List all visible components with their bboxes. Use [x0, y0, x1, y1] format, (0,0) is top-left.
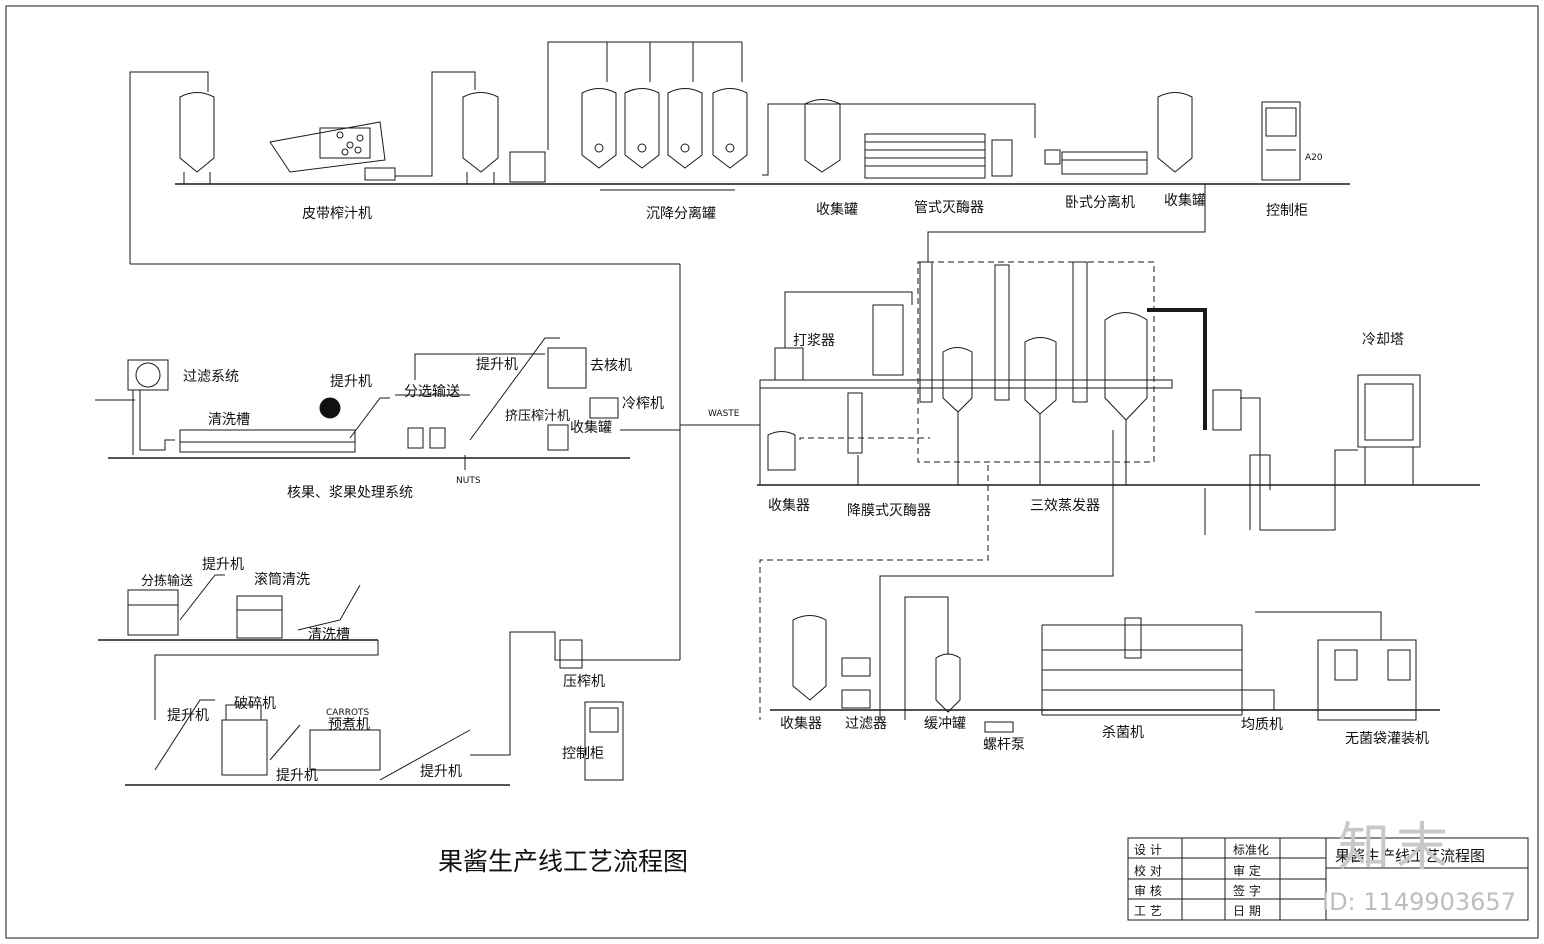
filter-icon: [841, 657, 871, 709]
title-block-design: 设 计: [1134, 843, 1162, 857]
label-destoner: 去核机: [590, 358, 632, 374]
sterilizer-icon: [1041, 617, 1243, 716]
label-cooling-tower: 冷却塔: [1362, 332, 1404, 348]
label-control-cabinet-bottom: 控制柜: [562, 746, 604, 762]
label-elevator-1: 提升机: [330, 374, 372, 390]
label-washing-tank-2: 清洗槽: [308, 627, 350, 643]
tank-icon: [667, 88, 703, 169]
label-triple-evaporator: 三效蒸发器: [1030, 498, 1100, 514]
label-filter: 过滤器: [845, 716, 887, 732]
title-block-check: 校 对: [1134, 864, 1162, 878]
label-collector-1: 收集器: [768, 498, 810, 514]
label-settling-tank: 沉降分离罐: [646, 206, 716, 222]
label-decanter: 卧式分离机: [1065, 195, 1135, 211]
pulper-icon: [774, 347, 804, 381]
label-waste: WASTE: [708, 409, 740, 419]
fruit-icon: [319, 397, 341, 419]
title-block-review: 审 核: [1134, 884, 1162, 898]
drawing-border: [5, 5, 1539, 939]
title-block-date: 日 期: [1233, 904, 1261, 918]
label-filter-system: 过滤系统: [183, 369, 239, 385]
label-sterilizer: 杀菌机: [1102, 725, 1144, 741]
label-sorting-conveyor: 分选输送: [404, 384, 460, 400]
collector-icon: [767, 431, 796, 471]
precooker-icon: [309, 729, 381, 771]
label-buffer-tank: 缓冲罐: [924, 716, 966, 732]
control-cabinet-icon: [584, 701, 624, 781]
washing-tank-icon: [179, 429, 356, 453]
label-falling-film: 降膜式灭酶器: [847, 503, 931, 519]
filter-system-icon: [127, 359, 175, 455]
label-elevator-4: 提升机: [167, 708, 209, 724]
label-aseptic-filler: 无菌袋灌装机: [1345, 731, 1429, 747]
label-screw-pump: 螺杆泵: [983, 737, 1025, 753]
label-tube-sterilizer: 管式灭酶器: [914, 200, 984, 216]
homogenizer-icon: [1241, 689, 1275, 711]
tank-icon: [1157, 92, 1193, 173]
label-cold-press: 冷榨机: [622, 396, 664, 412]
tank-icon: [712, 88, 748, 169]
drum-washer-icon: [236, 595, 283, 639]
label-elevator-2: 提升机: [476, 357, 518, 373]
label-pulper: 打浆器: [793, 333, 835, 349]
title-block-name: 果酱生产线工艺流程图: [1335, 847, 1486, 865]
tank-icon: [581, 88, 617, 169]
title-block-standard: 标准化: [1233, 843, 1270, 857]
tube-sterilizer-icon: [864, 133, 1013, 179]
belt-juicer-icon: [269, 121, 420, 181]
title-block-sign: 签 字: [1233, 884, 1261, 898]
tank-icon: [804, 99, 841, 173]
label-homogenizer: 均质机: [1241, 717, 1283, 733]
diagram-title: 果酱生产线工艺流程图: [438, 847, 689, 876]
label-elevator-5: 提升机: [276, 768, 318, 784]
collector-icon: [792, 615, 827, 701]
label-press: 压榨机: [563, 674, 605, 690]
crusher-icon: [221, 704, 268, 776]
cooling-tower-icon: [1357, 374, 1421, 485]
label-carrots: CARROTS: [326, 708, 370, 718]
label-crusher: 破碎机: [234, 696, 276, 712]
label-stone-pulp-system: 核果、浆果处理系统: [287, 485, 413, 501]
label-collect-tank-1: 收集罐: [816, 202, 858, 218]
control-cabinet-icon: [1261, 101, 1301, 181]
label-elevator-3: 提升机: [202, 557, 244, 573]
sorting-conveyor-icon: [127, 589, 179, 636]
label-nuts: NUTS: [456, 476, 481, 486]
title-block: [1127, 837, 1529, 921]
tank-icon: [624, 88, 660, 169]
watermark-logo: 知末: [1338, 818, 1455, 878]
label-washing-tank: 清洗槽: [208, 412, 250, 428]
label-sorting-conveyor-2: 分拣输送: [141, 574, 194, 589]
label-squeeze-juicer: 挤压榨汁机: [505, 409, 571, 424]
tank-icon: [179, 92, 215, 184]
tank-icon: [462, 92, 499, 184]
falling-film-icon: [847, 304, 904, 485]
label-precooker: 预煮机: [328, 717, 370, 733]
label-collect-tank-2: 收集罐: [1164, 193, 1206, 209]
label-collect-tank-3: 收集罐: [570, 420, 612, 436]
title-block-approve: 审 定: [1233, 864, 1261, 878]
decanter-icon: [1044, 149, 1148, 175]
label-drum-washer: 滚筒清洗: [254, 572, 310, 588]
buffer-tank-icon: [935, 653, 961, 713]
watermark-id: ID: 1149903657: [1322, 888, 1516, 916]
label-collector-2: 收集器: [780, 716, 822, 732]
label-belt-juicer: 皮带榨汁机: [302, 206, 372, 222]
evaporator-icons: [919, 261, 1148, 485]
label-control-cabinet-top: 控制柜: [1266, 203, 1308, 219]
label-elevator-6: 提升机: [420, 764, 462, 780]
label-a20: A20: [1305, 153, 1323, 163]
aseptic-filler-icon: [1317, 639, 1417, 721]
title-block-process: 工 艺: [1134, 904, 1162, 918]
